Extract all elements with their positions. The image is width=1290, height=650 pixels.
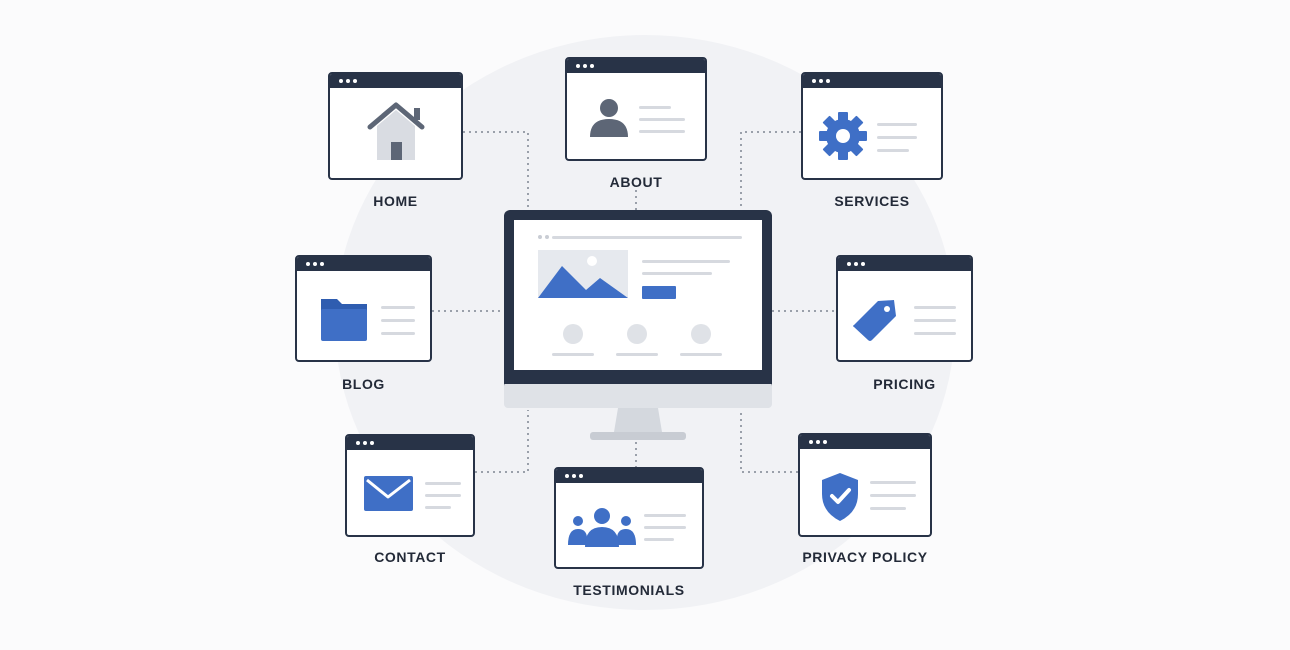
services-label: SERVICES: [834, 193, 910, 209]
testimonials-page-window[interactable]: [554, 467, 704, 569]
connector-privacy: [740, 410, 798, 473]
user-icon: [590, 99, 685, 137]
users-group-icon: [568, 508, 686, 547]
blog-page-window[interactable]: [295, 255, 432, 362]
contact-label: CONTACT: [374, 549, 446, 565]
privacy-policy-page-window[interactable]: [798, 433, 932, 537]
gear-icon: [819, 112, 917, 160]
privacy-policy-label: PRIVACY POLICY: [802, 549, 928, 565]
window-titlebar: [347, 436, 473, 450]
window-titlebar: [330, 74, 461, 88]
window-titlebar: [800, 435, 930, 449]
central-monitor: [504, 210, 772, 442]
folder-icon: [321, 299, 415, 341]
window-titlebar: [838, 257, 971, 271]
window-titlebar: [803, 74, 941, 88]
pricing-page-window[interactable]: [836, 255, 973, 362]
connector-home: [463, 131, 529, 210]
home-label: HOME: [373, 193, 418, 209]
connector-services: [740, 131, 801, 210]
home-page-window[interactable]: [328, 72, 463, 180]
blog-label: BLOG: [342, 376, 385, 392]
window-titlebar: [297, 257, 430, 271]
about-page-window[interactable]: [565, 57, 707, 161]
testimonials-label: TESTIMONIALS: [573, 582, 685, 598]
contact-page-window[interactable]: [345, 434, 475, 537]
services-page-window[interactable]: [801, 72, 943, 180]
house-icon: [367, 102, 425, 160]
pricing-label: PRICING: [873, 376, 936, 392]
window-titlebar: [556, 469, 702, 483]
desktop-monitor-icon: [504, 210, 772, 440]
about-label: ABOUT: [609, 174, 663, 190]
shield-check-icon: [822, 473, 916, 521]
price-tag-icon: [853, 300, 956, 341]
window-titlebar: [567, 59, 705, 73]
envelope-icon: [364, 476, 461, 511]
